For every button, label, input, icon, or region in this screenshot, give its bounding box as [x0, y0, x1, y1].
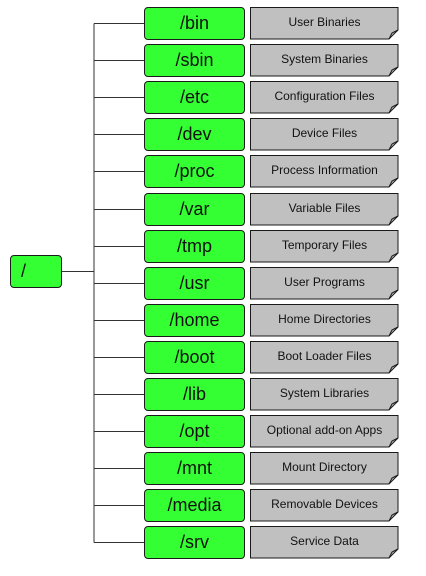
description-label: User Programs [284, 274, 365, 289]
directory-node: /srv [144, 526, 245, 559]
directory-node: /tmp [144, 230, 245, 263]
description-note: Optional add-on Apps [250, 415, 399, 448]
directory-node: /var [144, 193, 245, 226]
description-label: Removable Devices [271, 496, 378, 511]
description-note: Process Information [250, 155, 399, 188]
description-label: Optional add-on Apps [266, 422, 383, 437]
note-shape [250, 341, 399, 374]
note-shape [250, 452, 399, 485]
description-label: Service Data [290, 533, 359, 548]
description-label: Temporary Files [281, 237, 368, 252]
description-note: Home Directories [250, 304, 399, 337]
directory-node: /opt [144, 415, 245, 448]
directory-node: /media [144, 489, 245, 522]
directory-node: /bin [144, 7, 245, 40]
directory-node: /boot [144, 341, 245, 374]
directory-node: /usr [144, 267, 245, 300]
description-note: Service Data [250, 526, 399, 559]
note-shape [250, 415, 399, 448]
description-note: Variable Files [250, 193, 399, 226]
description-note: User Programs [250, 267, 399, 300]
description-label: System Binaries [281, 51, 368, 66]
description-label: Device Files [291, 125, 358, 140]
note-shape [250, 193, 399, 226]
description-note: System Libraries [250, 378, 399, 411]
note-shape [250, 489, 399, 522]
note-shape [250, 155, 399, 188]
description-label: Home Directories [278, 311, 371, 326]
note-shape [250, 44, 399, 77]
description-label: Mount Directory [282, 459, 367, 474]
description-note: Configuration Files [250, 81, 399, 114]
description-note: Mount Directory [250, 452, 399, 485]
directory-node: /mnt [144, 452, 245, 485]
description-label: System Libraries [279, 385, 370, 400]
note-shape [250, 81, 399, 114]
note-shape [250, 118, 399, 151]
description-label: Configuration Files [274, 88, 375, 103]
description-label: Boot Loader Files [277, 348, 372, 363]
description-label: Process Information [271, 162, 378, 177]
description-note: System Binaries [250, 44, 399, 77]
note-shape [250, 230, 399, 263]
description-note: Temporary Files [250, 230, 399, 263]
description-note: User Binaries [250, 7, 399, 40]
directory-node: /home [144, 304, 245, 337]
note-shape [250, 378, 399, 411]
description-note: Boot Loader Files [250, 341, 399, 374]
description-note: Device Files [250, 118, 399, 151]
directory-node: /etc [144, 81, 245, 114]
directory-node: /sbin [144, 44, 245, 77]
description-note: Removable Devices [250, 489, 399, 522]
directory-node: /lib [144, 378, 245, 411]
note-shape [250, 526, 399, 559]
note-shape [250, 267, 399, 300]
directory-node: /dev [144, 118, 245, 151]
root-directory-node: / [10, 255, 62, 288]
note-shape [250, 304, 399, 337]
directory-node: /proc [144, 155, 245, 188]
description-label: User Binaries [288, 14, 361, 29]
description-label: Variable Files [288, 200, 361, 215]
note-shape [250, 7, 399, 40]
